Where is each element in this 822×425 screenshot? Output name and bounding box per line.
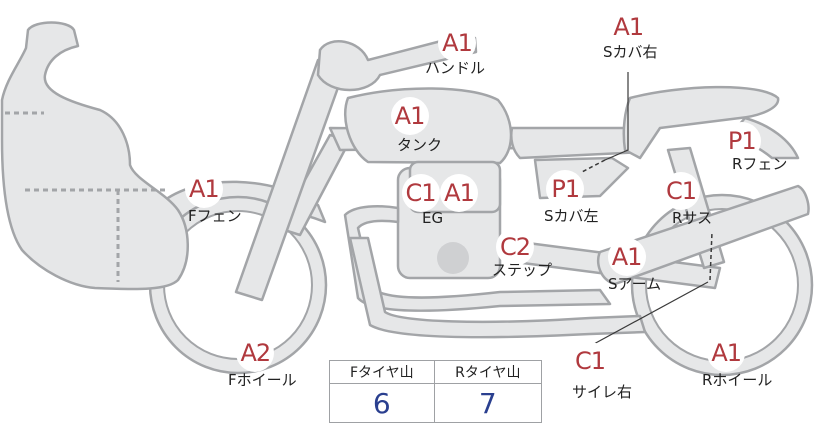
- grade-badge-s-cover-right: A1: [609, 8, 648, 46]
- tire-tread-header-row: Fタイヤ山 Rタイヤ山: [329, 360, 543, 384]
- part-label-eg: EG: [422, 209, 444, 227]
- part-label-s-cover-left: Sカバ左: [544, 207, 599, 225]
- silencer-shape: [596, 184, 810, 286]
- callout-r-fender: P1 Rフェン: [696, 122, 787, 172]
- exhaust-pipe-lower: [348, 236, 647, 339]
- callout-r-suspension: C1 Rサス: [650, 172, 712, 226]
- engine-cover: [437, 242, 469, 274]
- part-label-silencer-right: サイレ右: [572, 383, 633, 401]
- rear-cowl-shape: [622, 85, 780, 160]
- callout-eg: C1 EG: [398, 174, 443, 226]
- front-tread-value: 6: [329, 383, 435, 423]
- tank-shape: [343, 87, 513, 165]
- callout-eg-2: A1: [440, 174, 478, 212]
- rear-tread-header: Rタイヤ山: [433, 360, 543, 384]
- grade-badge-eg-2: A1: [440, 174, 478, 212]
- grade-badge-f-wheel: A2: [236, 334, 275, 372]
- grade-badge-r-suspension: C1: [662, 172, 701, 210]
- grade-badge-r-wheel: A1: [707, 334, 746, 372]
- callout-f-fender: A1 Fフェン: [166, 170, 242, 224]
- part-label-s-cover-right: Sカバ右: [603, 43, 658, 61]
- callout-swing-arm: A1 Sアーム: [592, 238, 661, 292]
- part-label-step: ステップ: [492, 261, 553, 279]
- leader-s-cover-right: [604, 72, 629, 161]
- callout-handle: A1 ハンドル: [425, 24, 485, 76]
- front-tread-header: Fタイヤ山: [329, 360, 435, 384]
- tire-tread-table: Fタイヤ山 Rタイヤ山 6 7: [329, 360, 543, 423]
- callout-step: C2 ステップ: [478, 228, 552, 278]
- handlebar-shape: [316, 36, 478, 92]
- callout-f-wheel: A2 Fホイール: [214, 334, 297, 388]
- part-label-r-suspension: Rサス: [672, 209, 713, 227]
- callout-s-cover-right: A1 Sカバ右: [599, 8, 658, 60]
- leader-silencer-right: [591, 281, 709, 346]
- rear-tread-value: 7: [433, 383, 543, 423]
- grade-badge-f-fender: A1: [184, 170, 223, 208]
- grade-badge-eg: C1: [401, 174, 440, 212]
- leader-s-cover-right-dash: [581, 159, 606, 173]
- part-label-swing-arm: Sアーム: [608, 275, 662, 293]
- grade-badge-silencer-right: C1: [571, 342, 609, 380]
- front-cowl-shape: [0, 21, 189, 291]
- grade-badge-tank: A1: [390, 97, 429, 135]
- grade-badge-r-fender: P1: [722, 122, 761, 160]
- part-label-r-wheel: Rホイール: [702, 371, 773, 389]
- grade-badge-swing-arm: A1: [607, 238, 646, 276]
- callout-silencer-right: C1 サイレ右: [548, 342, 632, 400]
- part-label-handle: ハンドル: [425, 59, 486, 77]
- callout-r-wheel: A1 Rホイール: [680, 334, 772, 388]
- part-label-f-fender: Fフェン: [188, 207, 242, 225]
- part-label-tank: タンク: [397, 136, 443, 154]
- grade-badge-handle: A1: [438, 24, 476, 62]
- grade-badge-s-cover-left: P1: [546, 170, 585, 208]
- grade-badge-step: C2: [496, 228, 534, 266]
- tire-tread-value-row: 6 7: [329, 383, 543, 423]
- callout-s-cover-left: P1 Sカバ左: [532, 170, 599, 224]
- part-label-f-wheel: Fホイール: [228, 371, 297, 389]
- leader-silencer-right-dash: [709, 231, 713, 281]
- part-label-r-fender: Rフェン: [732, 155, 788, 173]
- callout-tank: A1 タンク: [377, 97, 442, 153]
